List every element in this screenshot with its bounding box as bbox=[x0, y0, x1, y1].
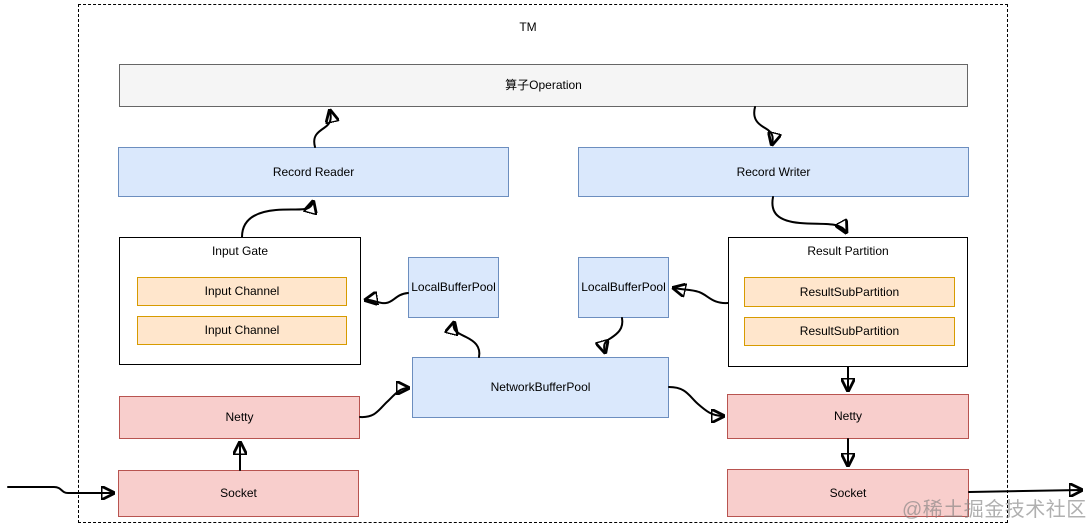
node-netty-left: Netty bbox=[119, 396, 360, 439]
node-record-reader: Record Reader bbox=[118, 147, 509, 197]
watermark: @稀土掘金技术社区 bbox=[902, 499, 1087, 521]
node-socket-right: Socket bbox=[727, 469, 969, 517]
node-local-buffer-pool-left-label: LocalBufferPool bbox=[411, 280, 496, 295]
node-netty-right: Netty bbox=[727, 394, 969, 439]
node-record-writer: Record Writer bbox=[578, 147, 969, 197]
node-operation-label: 算子Operation bbox=[505, 78, 582, 93]
tm-label: TM bbox=[519, 20, 537, 34]
node-result-partition-label: Result Partition bbox=[807, 244, 889, 258]
node-local-buffer-pool-right-label: LocalBufferPool bbox=[581, 280, 666, 295]
node-socket-right-label: Socket bbox=[829, 485, 867, 500]
node-operation: 算子Operation bbox=[119, 64, 968, 107]
node-network-buffer-pool: NetworkBufferPool bbox=[412, 357, 669, 418]
node-input-channel-1-label: Input Channel bbox=[204, 284, 280, 299]
node-input-gate-label: Input Gate bbox=[211, 244, 269, 258]
node-input-channel-1: Input Channel bbox=[137, 277, 347, 306]
node-record-writer-label: Record Writer bbox=[736, 164, 811, 179]
node-result-sub-partition-1: ResultSubPartition bbox=[744, 277, 955, 307]
node-input-channel-2-label: Input Channel bbox=[204, 323, 280, 338]
node-socket-left-label: Socket bbox=[220, 486, 257, 501]
node-result-sub-partition-1-label: ResultSubPartition bbox=[799, 284, 900, 299]
node-socket-left: Socket bbox=[118, 470, 359, 517]
node-result-sub-partition-2: ResultSubPartition bbox=[744, 317, 955, 346]
node-netty-left-label: Netty bbox=[225, 410, 254, 425]
node-local-buffer-pool-left: LocalBufferPool bbox=[408, 257, 499, 318]
node-record-reader-label: Record Reader bbox=[272, 164, 355, 179]
node-result-sub-partition-2-label: ResultSubPartition bbox=[799, 324, 900, 339]
node-netty-right-label: Netty bbox=[833, 409, 862, 424]
node-network-buffer-pool-label: NetworkBufferPool bbox=[490, 380, 591, 395]
node-input-channel-2: Input Channel bbox=[137, 316, 347, 345]
node-local-buffer-pool-right: LocalBufferPool bbox=[578, 257, 669, 318]
